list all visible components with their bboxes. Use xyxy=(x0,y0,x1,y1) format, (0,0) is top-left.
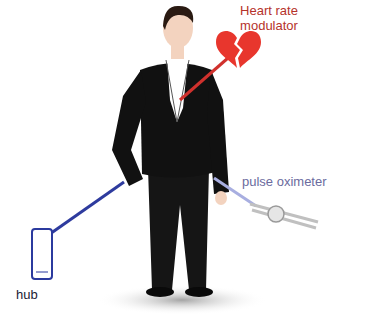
watch-face xyxy=(268,206,284,222)
device-label: Heart rate modulator xyxy=(232,3,306,33)
trousers xyxy=(148,168,209,290)
right-arm xyxy=(207,70,229,194)
broken-heart-left xyxy=(216,31,240,68)
broken-heart-right xyxy=(237,31,261,68)
lapels xyxy=(166,60,189,122)
watch-band xyxy=(250,204,318,228)
device-label: hub xyxy=(16,287,56,302)
device-label: pulse oximeter xyxy=(242,174,362,189)
left-arm xyxy=(112,70,146,186)
hair xyxy=(163,6,193,30)
hand xyxy=(215,191,227,205)
hub-leader xyxy=(47,182,124,236)
heart-leader xyxy=(180,58,228,100)
phone-symbol xyxy=(32,229,52,279)
floor-shadow xyxy=(97,285,267,315)
shirt xyxy=(167,58,188,122)
phone-button xyxy=(36,272,48,273)
left-shoe xyxy=(146,287,174,297)
right-shoe xyxy=(185,287,213,297)
